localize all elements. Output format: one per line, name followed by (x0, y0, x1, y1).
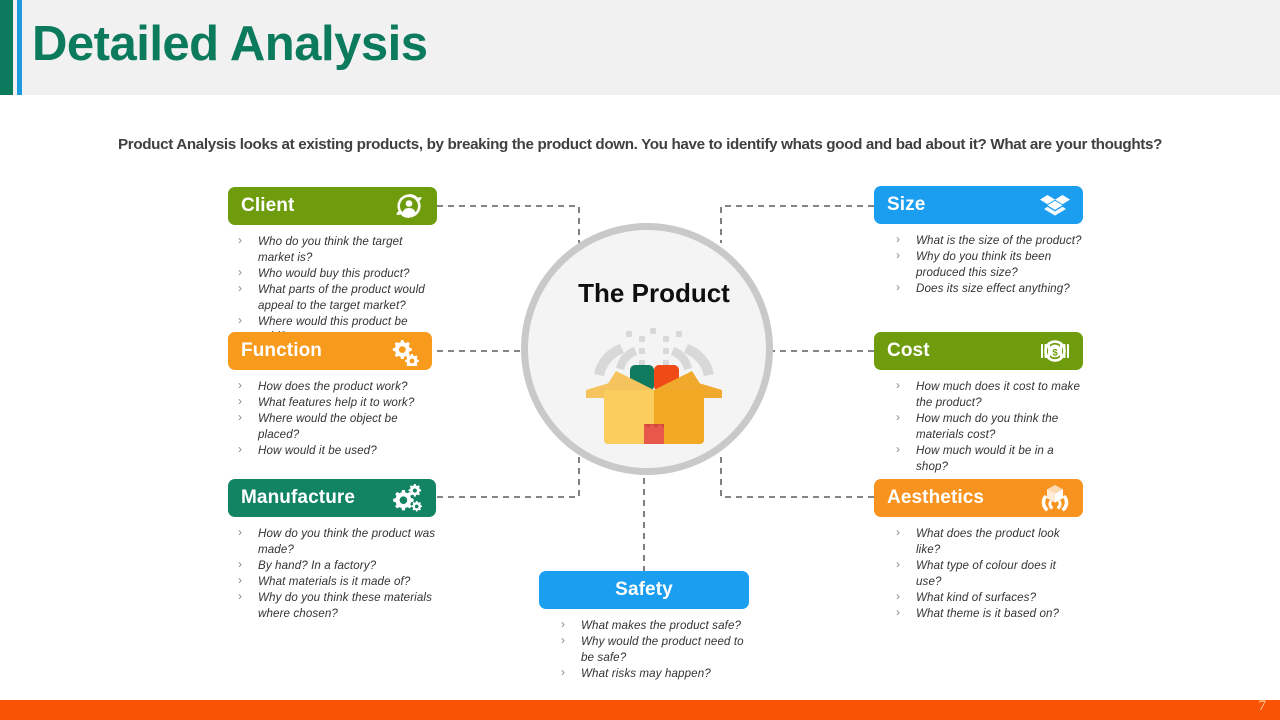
footer-bar (0, 700, 1280, 720)
topic-function-bullets: How does the product work? What features… (228, 370, 432, 459)
page-number: 7 (1258, 698, 1267, 714)
dropbox-diamond-icon (1040, 195, 1070, 216)
topic-aesthetics-bullets: What does the product look like? What ty… (874, 517, 1083, 621)
topic-cost-bullets: How much does it cost to make the produc… (874, 370, 1083, 474)
center-label: The Product (578, 278, 730, 308)
header-band (0, 0, 1280, 95)
topic-function-title: Function (241, 340, 323, 361)
list-item: What features help it to work? (228, 394, 432, 411)
list-item: Why do you think its been produced this … (874, 248, 1083, 281)
list-item: What type of colour does it use? (874, 557, 1083, 590)
list-item: Who would buy this product? (228, 265, 437, 282)
topic-size-title: Size (887, 194, 926, 215)
topic-safety-header[interactable]: Safety (539, 571, 749, 609)
list-item: How much do you think the materials cost… (874, 410, 1083, 443)
list-item: How do you think the product was made? (228, 525, 436, 558)
list-item: How does the product work? (228, 378, 432, 395)
topic-size-bullets: What is the size of the product? Why do … (874, 224, 1083, 297)
slide-subtitle: Product Analysis looks at existing produ… (117, 136, 1163, 153)
center-circle: The Product (521, 223, 773, 475)
header-accent-bar-blue (17, 0, 22, 95)
svg-text:$: $ (1052, 347, 1058, 358)
topic-size: Size What is the size of the product? Wh… (874, 186, 1083, 297)
list-item: Who do you think the target market is? (228, 233, 437, 266)
list-item: Why do you think these materials where c… (228, 589, 436, 622)
topic-function-header[interactable]: Function (228, 332, 432, 370)
list-item: Why would the product need to be safe? (539, 633, 749, 666)
user-refresh-icon (396, 194, 422, 218)
list-item: What risks may happen? (539, 665, 749, 682)
topic-manufacture-header[interactable]: Manufacture (228, 479, 436, 517)
gears-icon (392, 340, 419, 366)
connector-aesthetics (720, 455, 874, 498)
topic-client-header[interactable]: Client (228, 187, 437, 225)
list-item: What parts of the product would appeal t… (228, 281, 437, 314)
topic-size-header[interactable]: Size (874, 186, 1083, 224)
list-item: How much does it cost to make the produc… (874, 378, 1083, 411)
list-item: What does the product look like? (874, 525, 1083, 558)
money-coin-icon: $ (1041, 340, 1069, 362)
topic-function: Function How does the product work? What… (228, 332, 432, 459)
topic-safety: Safety What makes the product safe? Why … (539, 571, 749, 682)
topic-client-title: Client (241, 195, 295, 216)
connector-manufacture (437, 455, 580, 498)
topic-aesthetics-title: Aesthetics (887, 487, 985, 508)
page-title: Detailed Analysis (32, 17, 428, 71)
topic-cost-title: Cost (887, 340, 930, 361)
list-item: How much would it be in a shop? (874, 442, 1083, 475)
list-item: How would it be used? (228, 442, 432, 459)
topic-aesthetics: Aesthetics What does the product look li… (874, 479, 1083, 621)
topic-manufacture: Manufacture How do you think the product… (228, 479, 436, 621)
topic-manufacture-title: Manufacture (241, 487, 356, 508)
topic-cost: Cost $ How much does it cost to make the… (874, 332, 1083, 474)
connector-size (720, 205, 874, 243)
list-item: What materials is it made of? (228, 573, 436, 590)
list-item: What makes the product safe? (539, 617, 749, 634)
product-analysis-diagram: The Product (0, 0, 1280, 700)
list-item: What kind of surfaces? (874, 589, 1083, 606)
list-item: What theme is it based on? (874, 605, 1083, 622)
list-item: Where would the object be placed? (228, 410, 432, 443)
topic-client: Client Who do you think the target marke… (228, 187, 437, 345)
topic-cost-header[interactable]: Cost $ (874, 332, 1083, 370)
topic-client-bullets: Who do you think the target market is? W… (228, 225, 437, 345)
list-item: What is the size of the product? (874, 232, 1083, 249)
header-accent-bar-teal (0, 0, 13, 95)
list-item: Does its size effect anything? (874, 280, 1083, 297)
gear-cluster-icon (393, 484, 422, 512)
open-cardboard-box-icon (586, 328, 722, 444)
list-item: By hand? In a factory? (228, 557, 436, 574)
topic-manufacture-bullets: How do you think the product was made? B… (228, 517, 436, 621)
topic-safety-bullets: What makes the product safe? Why would t… (539, 609, 749, 682)
topic-safety-title: Safety (615, 579, 673, 600)
topic-aesthetics-header[interactable]: Aesthetics (874, 479, 1083, 517)
connector-client (437, 205, 580, 243)
hands-holding-box-icon (1041, 485, 1069, 512)
